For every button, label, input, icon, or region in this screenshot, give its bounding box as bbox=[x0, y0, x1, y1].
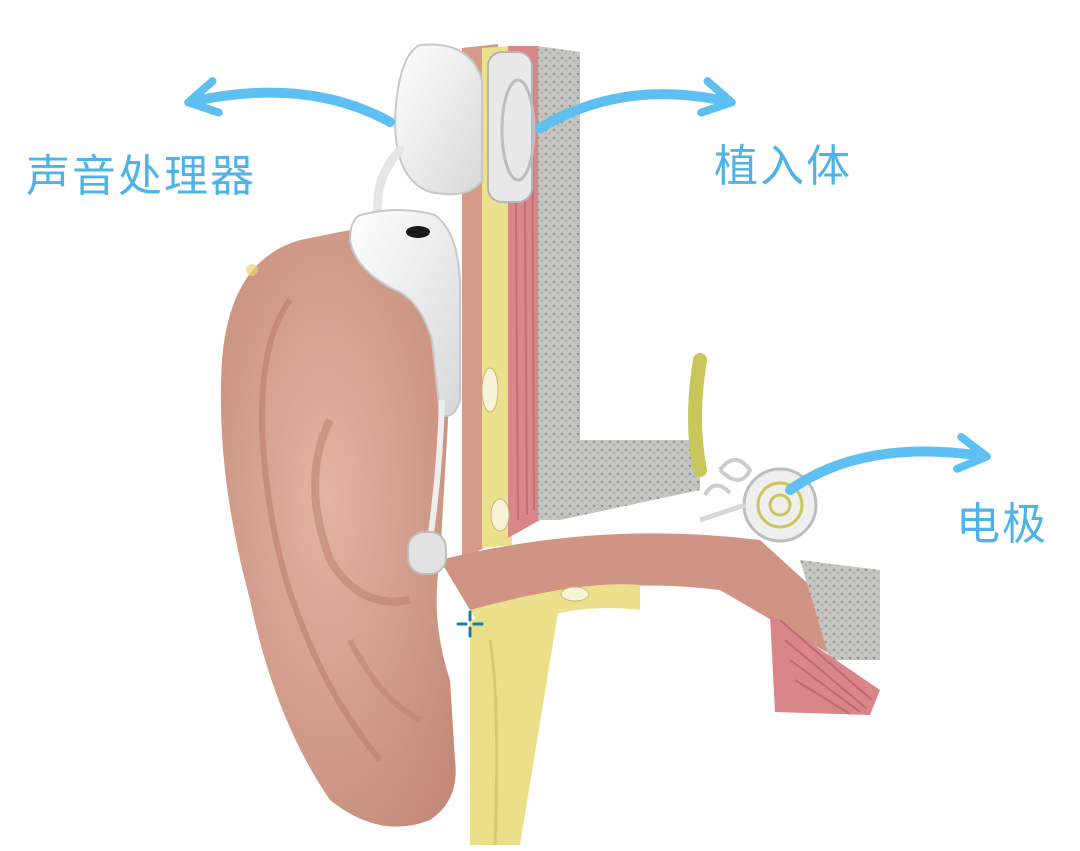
outer-ear bbox=[220, 228, 456, 827]
nerve bbox=[688, 353, 707, 477]
canal-skin bbox=[440, 533, 870, 660]
arrow-to-processor bbox=[184, 77, 395, 127]
label-electrode: 电极 bbox=[956, 499, 1048, 550]
ear-piece bbox=[407, 531, 447, 575]
pinna bbox=[220, 228, 456, 827]
sparkle-marks bbox=[246, 264, 484, 638]
label-sound-processor: 声音处理器 bbox=[26, 151, 256, 202]
ear-canal bbox=[440, 533, 880, 846]
microphone-port bbox=[406, 226, 430, 238]
sound-processor bbox=[348, 43, 483, 575]
lower-bone bbox=[800, 560, 880, 660]
muscle-fan bbox=[770, 615, 880, 715]
arrow-to-electrode bbox=[785, 433, 991, 495]
coil bbox=[393, 43, 483, 196]
implant bbox=[487, 51, 536, 203]
arrow-to-implant bbox=[535, 77, 736, 133]
cochlea bbox=[688, 353, 818, 543]
label-implant: 植入体 bbox=[714, 141, 852, 192]
bone-layer bbox=[538, 46, 700, 520]
implant-body bbox=[487, 51, 533, 203]
ear-hook bbox=[427, 399, 445, 541]
